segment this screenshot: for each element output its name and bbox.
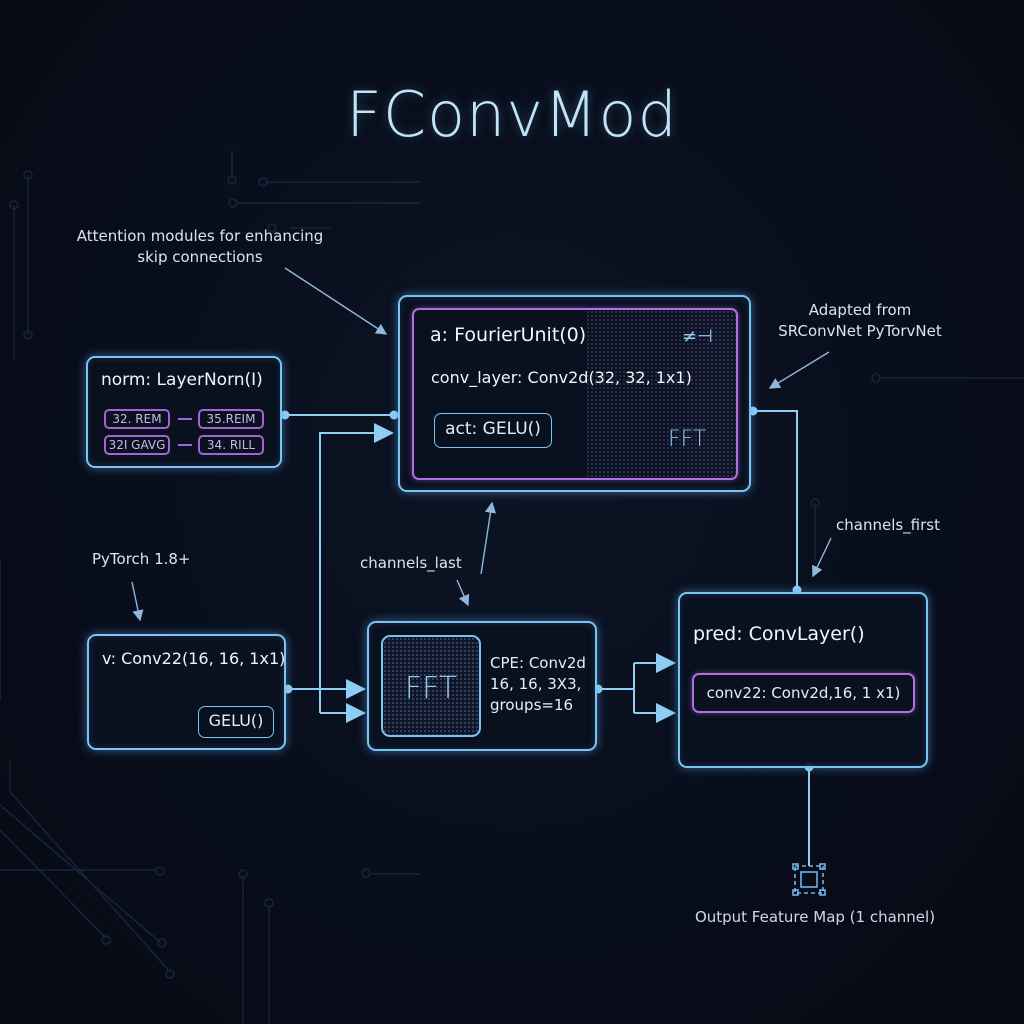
fft-label: FFT bbox=[668, 427, 707, 452]
chip-connector bbox=[178, 418, 192, 420]
v-conv-module[interactable]: v: Conv22(16, 16, 1x1) GELU() bbox=[87, 634, 286, 750]
norm-chip: 32I GAVG bbox=[104, 435, 170, 455]
fourier-unit-inner: a: FourierUnit(0) ≠⊣ conv_layer: Conv2d(… bbox=[412, 308, 738, 480]
norm-chip: 35.REIM bbox=[198, 409, 264, 429]
cpe-line: groups=16 bbox=[490, 696, 574, 714]
fourier-unit-label: a: FourierUnit(0) bbox=[430, 324, 587, 346]
pred-conv-block[interactable]: conv22: Conv2d,16, 1 x1) bbox=[692, 673, 915, 713]
annotation-pytorch: PyTorch 1.8+ bbox=[92, 550, 191, 568]
norm-module-label: norm: LayerNorn(I) bbox=[101, 370, 263, 390]
annotation-channels-last: channels_last bbox=[360, 554, 462, 572]
cpe-line: CPE: Conv2d bbox=[490, 654, 586, 672]
cpe-fft-block: FFT bbox=[381, 635, 481, 737]
annotation-attention: Attention modules for enhancing skip con… bbox=[76, 227, 324, 266]
cpe-line: 16, 16, 3X3, bbox=[490, 675, 582, 693]
noise-texture bbox=[586, 310, 736, 478]
cpe-fft-label: FFT bbox=[404, 671, 458, 706]
pred-label: pred: ConvLayer() bbox=[693, 623, 865, 645]
diagram-title: FConvMod bbox=[346, 78, 678, 151]
fourier-glyph-icon: ≠⊣ bbox=[682, 326, 713, 347]
fourier-unit-module[interactable]: a: FourierUnit(0) ≠⊣ conv_layer: Conv2d(… bbox=[398, 295, 751, 492]
chip-connector bbox=[178, 444, 192, 446]
v-gelu-block[interactable]: GELU() bbox=[198, 706, 274, 738]
pred-module[interactable]: pred: ConvLayer() conv22: Conv2d,16, 1 x… bbox=[678, 592, 928, 768]
act-gelu-block[interactable]: act: GELU() bbox=[434, 413, 552, 448]
cpe-module[interactable]: FFT CPE: Conv2d 16, 16, 3X3, groups=16 bbox=[367, 621, 597, 751]
annotation-adapted: Adapted from SRConvNet PyTorvNet bbox=[778, 301, 942, 340]
output-feature-map-icon bbox=[792, 863, 826, 896]
conv-layer-label: conv_layer: Conv2d(32, 32, 1x1) bbox=[431, 368, 692, 387]
norm-chip: 32. REM bbox=[104, 409, 170, 429]
norm-chip: 34. RILL bbox=[198, 435, 264, 455]
v-conv-label: v: Conv22(16, 16, 1x1) bbox=[102, 649, 286, 668]
output-label: Output Feature Map (1 channel) bbox=[694, 908, 936, 926]
annotation-channels-first: channels_first bbox=[836, 516, 940, 534]
norm-module[interactable]: norm: LayerNorn(I) 32. REM 35.REIM 32I G… bbox=[86, 356, 282, 468]
cpe-description: CPE: Conv2d 16, 16, 3X3, groups=16 bbox=[490, 653, 586, 716]
